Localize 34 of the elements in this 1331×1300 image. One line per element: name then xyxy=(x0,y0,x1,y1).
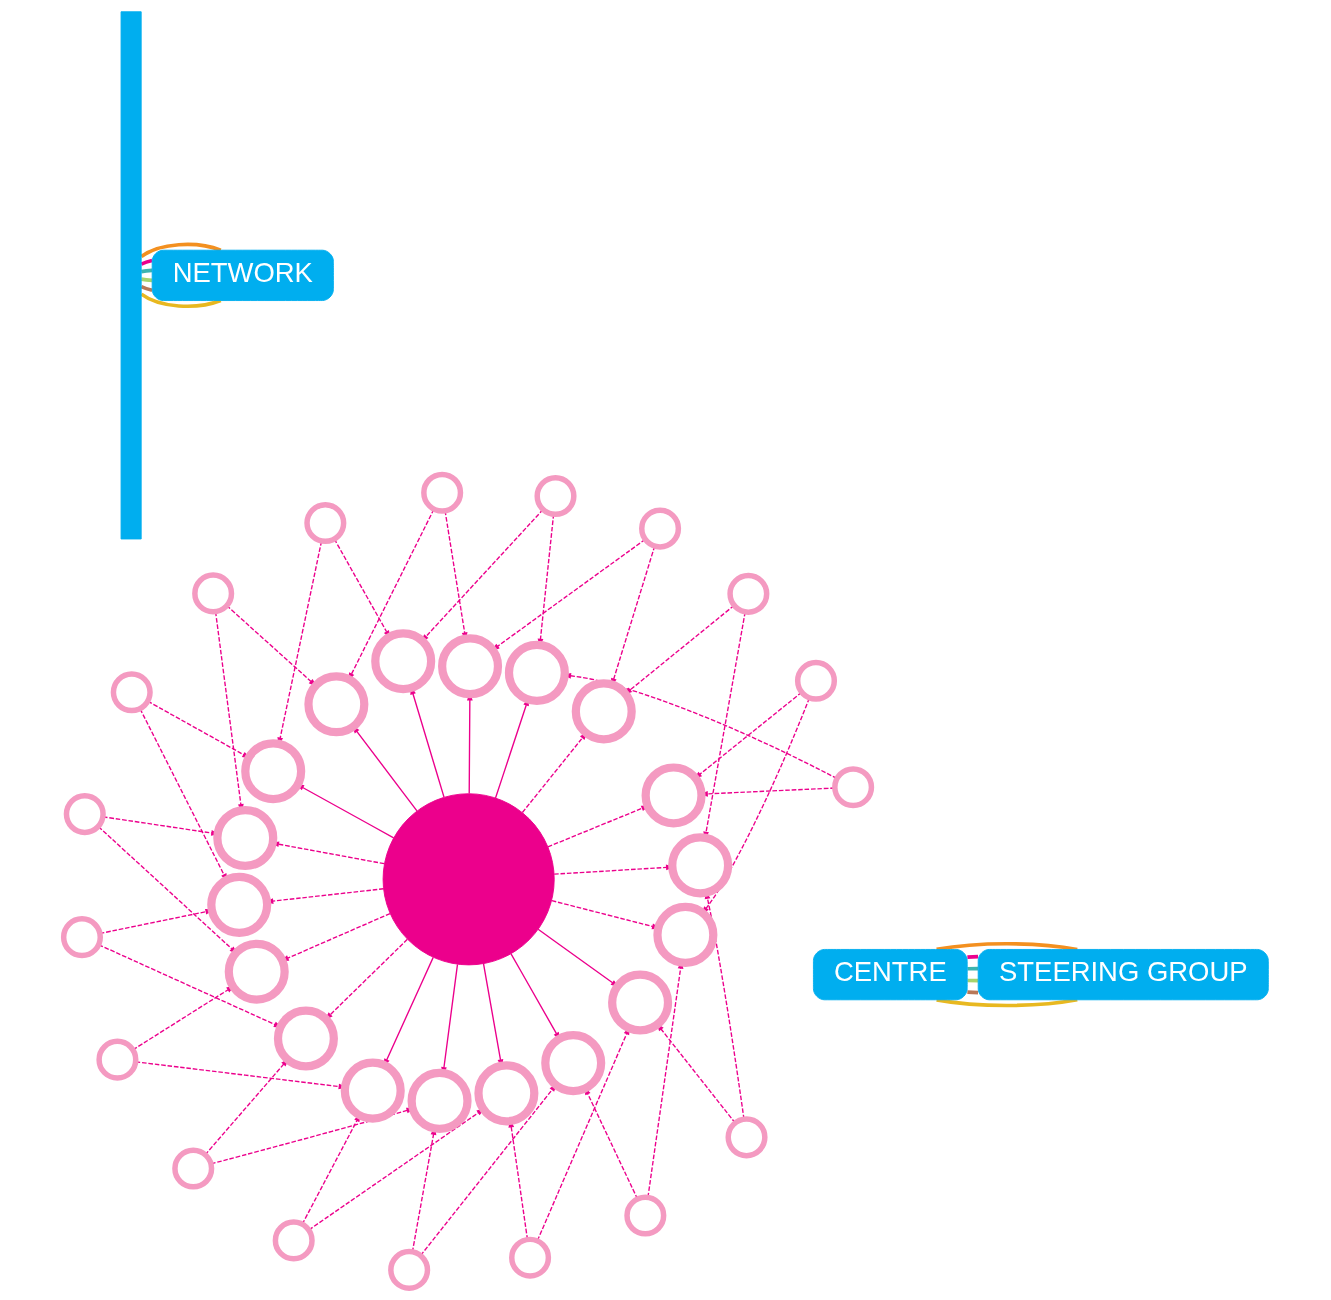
node-circle xyxy=(623,1194,666,1237)
node-circle xyxy=(831,766,874,809)
node-circle xyxy=(638,507,681,550)
node-bar xyxy=(120,11,142,540)
node-circle xyxy=(63,793,106,836)
node-circle xyxy=(110,671,153,714)
connector xyxy=(966,954,978,959)
node-circle xyxy=(171,1147,214,1190)
node-box: NETWORK xyxy=(151,249,334,301)
node-circle xyxy=(387,1248,430,1291)
node-box: STEERING GROUP xyxy=(977,949,1269,1001)
connector xyxy=(966,966,978,971)
node-circle xyxy=(191,572,234,615)
connector xyxy=(140,284,153,292)
node-circle xyxy=(60,916,103,959)
node-circle xyxy=(533,475,577,518)
connector xyxy=(140,268,152,274)
node-circle xyxy=(724,1116,768,1159)
connector xyxy=(140,277,152,283)
connector xyxy=(139,242,221,259)
node-circle xyxy=(420,471,463,514)
connector xyxy=(139,292,221,309)
node-box: CENTRE xyxy=(812,949,968,1001)
node-circle xyxy=(382,793,555,966)
node-circle xyxy=(794,659,837,702)
connector xyxy=(935,941,1078,952)
connector xyxy=(140,258,153,266)
node-circle xyxy=(272,1219,315,1262)
node-circle xyxy=(95,1038,138,1081)
node-circle xyxy=(726,572,769,615)
connector xyxy=(935,998,1078,1008)
connector xyxy=(966,990,978,995)
node-circle xyxy=(303,501,346,545)
node-circle xyxy=(508,1236,551,1279)
